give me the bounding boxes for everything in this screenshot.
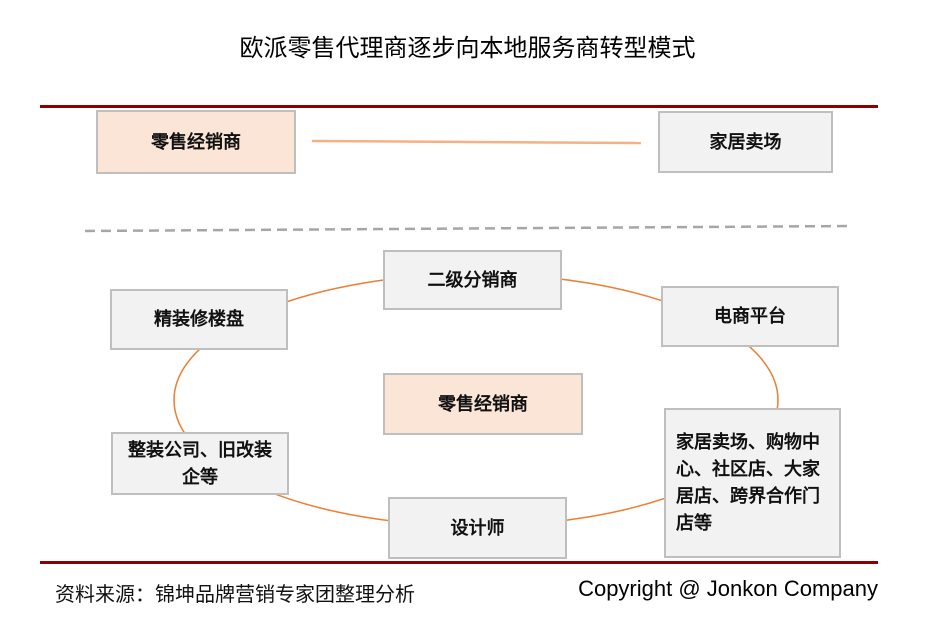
bottom-rule <box>40 561 878 564</box>
node-renovation-companies: 整装公司、旧改装企等 <box>111 432 289 495</box>
top-home-mall-box: 家居卖场 <box>658 111 833 173</box>
node-decorated-housing: 精装修楼盘 <box>110 289 288 350</box>
top-connector-line <box>311 139 642 145</box>
node-secondary-distributor: 二级分销商 <box>383 250 562 310</box>
top-rule <box>40 105 878 108</box>
node-designer: 设计师 <box>388 497 567 559</box>
diagram-title: 欧派零售代理商逐步向本地服务商转型模式 <box>239 34 696 62</box>
node-ecommerce: 电商平台 <box>661 286 839 347</box>
section-divider <box>84 224 851 233</box>
top-retail-dealer-box: 零售经销商 <box>96 110 296 174</box>
node-retail-channels: 家居卖场、购物中心、社区店、大家居店、跨界合作门店等 <box>664 408 841 558</box>
copyright: Copyright @ Jonkon Company <box>578 576 878 601</box>
source-note: 资料来源：锦坤品牌营销专家团整理分析 <box>55 582 415 606</box>
center-retail-dealer-box: 零售经销商 <box>383 373 583 435</box>
